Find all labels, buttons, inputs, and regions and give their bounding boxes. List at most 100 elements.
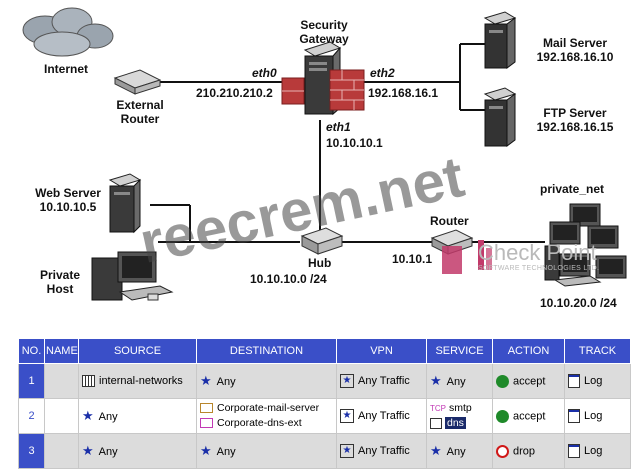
header-destination[interactable]: DESTINATION	[196, 338, 337, 364]
header-service[interactable]: SERVICE	[426, 338, 493, 364]
host-node-icon	[200, 418, 213, 429]
table-header-row: NO. NAME SOURCE DESTINATION VPN SERVICE …	[18, 338, 631, 364]
rule-source[interactable]: ★ Any	[78, 433, 197, 469]
service-group-icon	[430, 417, 442, 429]
rule-destination[interactable]: ★Any	[196, 433, 337, 469]
hub-label: Hub	[308, 256, 332, 270]
destination-dns-ext: Corporate-dns-ext	[200, 416, 333, 431]
header-source[interactable]: SOURCE	[78, 338, 197, 364]
rule-destination[interactable]: ★ Any	[196, 363, 337, 399]
rule-source-text: Any	[98, 446, 118, 458]
hub-icon	[300, 227, 344, 255]
rule-base-table: NO. NAME SOURCE DESTINATION VPN SERVICE …	[18, 338, 631, 469]
log-icon	[568, 409, 580, 423]
rule-service[interactable]: ★Any	[426, 433, 493, 469]
rule-action[interactable]: accept	[492, 398, 565, 434]
destination-dns-ext-text: Corporate-dns-ext	[217, 417, 302, 429]
eth0-label: eth0	[252, 66, 277, 80]
header-track[interactable]: TRACK	[564, 338, 631, 364]
private-net-computers-icon	[544, 203, 627, 287]
destination-mail-server-text: Corporate-mail-server	[217, 402, 320, 414]
web-server-icon	[108, 173, 142, 234]
router-label: Router	[430, 214, 469, 228]
service-smtp-text: smtp	[449, 402, 472, 414]
rule-action-text: accept	[513, 374, 546, 387]
mail-server-ip: 192.168.16.10	[536, 50, 614, 64]
any-traffic-icon: ★	[340, 409, 354, 423]
rule-track[interactable]: Log	[564, 363, 631, 399]
rule-track-text: Log	[584, 444, 603, 457]
rule-track[interactable]: Log	[564, 398, 631, 434]
rule-track-text: Log	[584, 374, 603, 387]
any-traffic-icon: ★	[340, 444, 354, 458]
rule-name[interactable]	[44, 398, 79, 434]
any-star-icon: ★	[200, 443, 212, 458]
security-gateway-label-line2: Gateway	[299, 32, 349, 46]
accept-icon	[496, 374, 509, 388]
vendor-tagline: SOFTWARE TECHNOLOGIES LTD.	[478, 265, 600, 272]
header-no[interactable]: NO.	[18, 338, 45, 364]
any-star-icon: ★	[82, 408, 94, 423]
any-star-icon: ★	[82, 443, 94, 458]
internal-router-icon	[430, 229, 474, 274]
header-action[interactable]: ACTION	[492, 338, 565, 364]
table-row[interactable]: 1 internal-networks ★Any ★Any Traffic ★A…	[18, 363, 631, 399]
table-row[interactable]: 3 ★Any ★Any ★Any Traffic ★Any drop Log	[18, 433, 631, 469]
rule-number: 3	[18, 433, 45, 469]
network-diagram: Internet External Router Security Gatewa…	[22, 7, 627, 310]
web-server-name: Web Server	[35, 186, 101, 200]
rule-vpn[interactable]: ★ Any Traffic	[336, 433, 427, 469]
eth1-label: eth1	[326, 120, 351, 134]
rule-action[interactable]: drop	[492, 433, 565, 469]
rule-source-text: Any	[98, 411, 118, 423]
table-row[interactable]: 2 ★Any Corporate-mail-server Corporate-d…	[18, 398, 631, 434]
header-name[interactable]: NAME	[44, 338, 79, 364]
rule-action[interactable]: accept	[492, 363, 565, 399]
rule-vpn[interactable]: ★ Any Traffic	[336, 398, 427, 434]
any-star-icon: ★	[430, 373, 442, 388]
mail-server-name: Mail Server	[542, 36, 608, 50]
web-server-ip: 10.10.10.5	[39, 200, 97, 214]
rule-destination-text: Any	[216, 376, 236, 388]
log-icon	[568, 444, 580, 458]
log-icon	[568, 374, 580, 388]
network-group-icon	[82, 375, 95, 388]
rule-vpn[interactable]: ★Any Traffic	[336, 363, 427, 399]
rule-vpn-text: Any Traffic	[358, 444, 410, 457]
private-net-label: private_net	[540, 182, 605, 196]
private-host-label: Private Host	[34, 268, 86, 296]
hub-network: 10.10.10.0 /24	[250, 272, 327, 286]
ftp-server-label: FTP Server 192.168.16.15	[530, 106, 620, 134]
rule-vpn-text: Any Traffic	[358, 409, 410, 422]
gateway-server-icon	[303, 41, 342, 116]
rule-source[interactable]: ★ Any	[78, 398, 197, 434]
header-vpn[interactable]: VPN	[336, 338, 427, 364]
eth2-label: eth2	[370, 66, 395, 80]
rule-destination[interactable]: Corporate-mail-server Corporate-dns-ext	[196, 398, 337, 434]
firewall-icon	[281, 69, 365, 111]
cloud-icon	[22, 7, 114, 57]
external-router-label-line1: External	[116, 98, 164, 112]
rule-service[interactable]: ★ Any	[426, 363, 493, 399]
external-router-label: External Router	[112, 98, 168, 126]
mail-server-icon	[483, 11, 517, 69]
private-host-label-line1: Private	[39, 268, 81, 282]
rule-track-text: Log	[584, 409, 603, 422]
diagram-canvas	[22, 7, 627, 301]
rule-source[interactable]: internal-networks	[78, 363, 197, 399]
any-star-icon: ★	[200, 373, 212, 388]
host-node-icon	[200, 403, 213, 414]
private-net-address: 10.10.20.0 /24	[540, 296, 617, 310]
eth2-ip: 192.168.16.1	[368, 86, 439, 100]
router-ip: 10.10.1	[392, 252, 433, 266]
rule-name[interactable]	[44, 433, 79, 469]
rule-track[interactable]: Log	[564, 433, 631, 469]
rule-name[interactable]	[44, 363, 79, 399]
drop-icon	[496, 444, 509, 458]
ftp-server-ip: 192.168.16.15	[536, 120, 614, 134]
rule-action-text: accept	[513, 409, 546, 422]
eth0-ip: 210.210.210.2	[196, 86, 273, 100]
rule-service-text: Any	[446, 376, 466, 388]
private-host-label-line2: Host	[46, 282, 74, 296]
